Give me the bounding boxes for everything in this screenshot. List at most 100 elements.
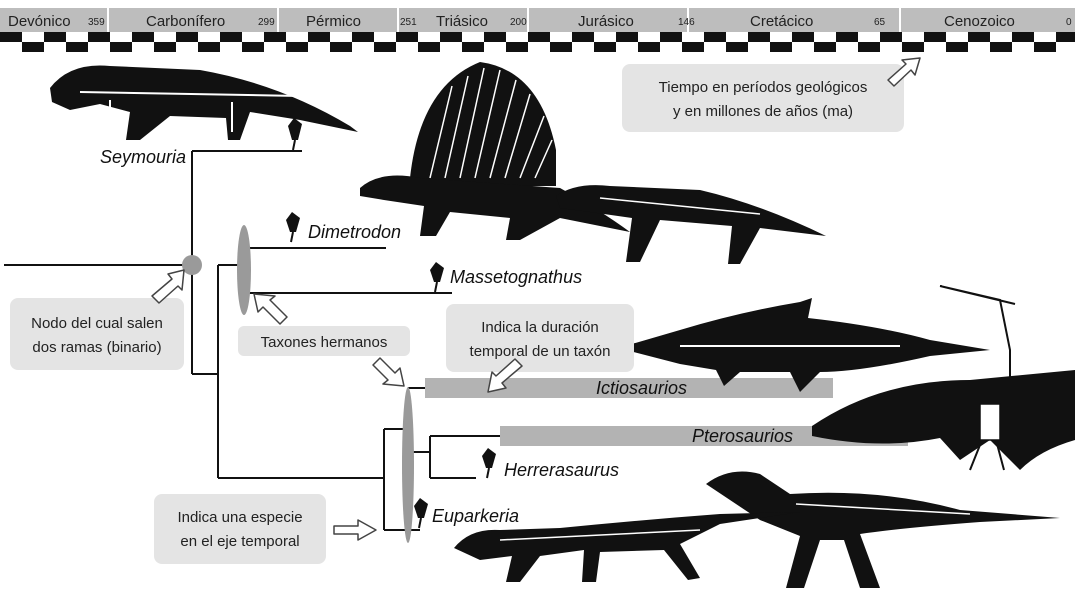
scale-square [748,32,770,42]
scale-square [176,32,198,42]
scale-square [352,32,374,42]
callout-especie-line1: Indica una especie [177,509,302,526]
scale-square [594,42,616,52]
arrow-icon [373,358,404,386]
age-359: 359 [88,17,105,28]
taxon-seymouria: Seymouria [100,147,186,167]
period-devonico: Devónico [8,13,71,30]
seymouria-illustration [50,65,358,140]
scale-square [968,32,990,42]
scale-square [88,32,110,42]
scale-square [902,42,924,52]
age-251: 251 [400,17,417,28]
node-marker [182,255,202,275]
scale-square [66,42,88,52]
fossil-pin-icon [414,498,428,528]
scale-square [154,42,176,52]
callout-nodo-line2: dos ramas (binario) [32,339,161,356]
scale-square [792,32,814,42]
timescale: Devónico 359 Carbonífero 299 Pérmico 251… [0,8,1075,52]
scale-square [484,32,506,42]
age-65: 65 [874,17,886,28]
scale-square [264,32,286,42]
scale-square [858,42,880,52]
scale-square [506,42,528,52]
scale-square [440,32,462,42]
scale-square [198,42,220,52]
callout-duracion-line1: Indica la duración [481,319,599,336]
arrow-icon [334,520,376,540]
period-permico: Pérmico [306,13,361,30]
scale-square [770,42,792,52]
scale-square [990,42,1012,52]
scale-square [836,32,858,42]
scale-square [946,42,968,52]
scale-square [44,32,66,42]
scale-square [1034,42,1056,52]
dimetrodon-illustration [360,62,630,240]
period-triasico: Triásico [436,13,488,30]
taxon-massetognathus: Massetognathus [450,267,582,287]
scale-square [0,32,22,42]
callout-duracion-line2: temporal de un taxón [470,343,611,360]
taxon-herrerasaurus: Herrerasaurus [504,460,619,480]
scale-square [462,42,484,52]
scale-square [638,42,660,52]
callout-tiempo-line1: Tiempo en períodos geológicos [659,79,868,96]
scale-square [704,32,726,42]
fossil-pin-icon [482,448,496,478]
callout-especie-line2: en el eje temporal [180,533,299,550]
scale-square [418,42,440,52]
scale-square [286,42,308,52]
scale-square [330,42,352,52]
scale-square [220,32,242,42]
age-299: 299 [258,17,275,28]
period-cretacico: Cretácico [750,13,813,30]
scale-square [528,32,550,42]
scale-square [110,42,132,52]
callout-nodo-line1: Nodo del cual salen [31,315,163,332]
age-200: 200 [510,17,527,28]
scale-square [814,42,836,52]
scale-square [22,42,44,52]
scale-square [880,32,902,42]
scale-square [1056,32,1075,42]
fossil-pin-icon [286,212,300,242]
scale-square [660,32,682,42]
scale-square [550,42,572,52]
scale-square [132,32,154,42]
arrow-icon [254,294,287,324]
callout-especie: Indica una especie en el eje temporal [154,494,326,564]
period-carbonifero: Carbonífero [146,13,225,30]
fossil-pin-icon [430,262,444,292]
taxon-ictiosaurios: Ictiosaurios [596,378,687,398]
scale-square [396,32,418,42]
scale-square [924,32,946,42]
scale-square [616,32,638,42]
scale-square [242,42,264,52]
period-cenozoico: Cenozoico [944,13,1015,30]
scale-square [726,42,748,52]
callout-hermanos: Taxones hermanos [238,326,410,356]
scale-square [374,42,396,52]
callout-tiempo: Tiempo en períodos geológicos y en millo… [622,64,904,132]
sister-taxa-highlight-2 [402,387,414,543]
fossil-pin-icon [288,118,302,150]
herrerasaurus-illustration [706,472,1060,588]
taxon-dimetrodon: Dimetrodon [308,222,401,242]
scale-square [682,42,704,52]
taxon-pterosaurios: Pterosaurios [692,426,793,446]
scale-square [1012,32,1034,42]
taxon-euparkeria: Euparkeria [432,506,519,526]
scale-square [572,32,594,42]
age-146: 146 [678,17,695,28]
period-jurasico: Jurásico [578,13,634,30]
age-0: 0 [1066,17,1072,28]
callout-duracion: Indica la duración temporal de un taxón [446,304,634,372]
callout-tiempo-line2: y en millones de años (ma) [673,103,853,120]
callout-hermanos-text: Taxones hermanos [261,334,388,351]
checkered-scale [0,32,1075,52]
callout-nodo: Nodo del cual salen dos ramas (binario) [10,298,184,370]
sister-taxa-highlight [237,225,251,315]
